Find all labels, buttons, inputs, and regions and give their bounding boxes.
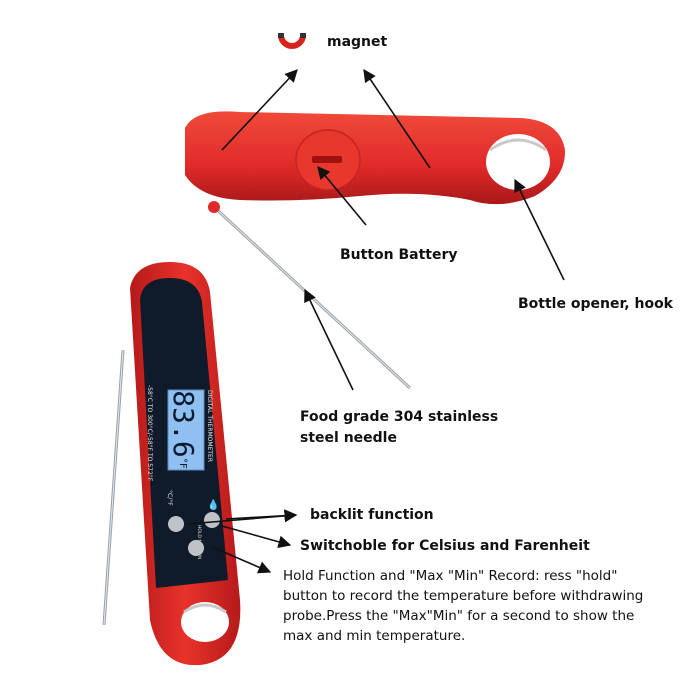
label-button-battery: Button Battery [340,247,458,263]
callout-arrows [187,68,565,574]
magnet-icon [278,33,306,49]
backlight-drop-icon: 💧 [207,498,219,511]
lcd-reading: 83.6 [167,390,200,457]
battery-slot [312,156,342,163]
bottle-opener-hole [486,134,550,190]
unit-toggle-button [168,516,184,532]
label-needle-line1: Food grade 304 stainless [300,409,499,425]
arrow-backlit-2 [187,509,298,525]
arrow-hold [211,546,272,574]
label-switch-units: Switchoble for Celsius and Farenheit [300,538,590,554]
arrow-magnet-right [363,68,431,169]
arrow-switch [221,525,292,549]
open-bottle-opener-hole [181,602,229,642]
hold-button [188,540,204,556]
label-bottle-opener: Bottle opener, hook [518,296,673,312]
open-thermometer: 83.6 °F DIGITAL THERMOMETER -58°C TO 300… [102,262,241,666]
range-text: -58°C TO 300°C/-58°F TO 572°F [146,385,153,482]
label-needle-line2: steel needle [300,430,397,446]
lcd-unit: °F [177,458,188,469]
hold-line: Hold Function and "Max "Min" Record: res… [283,568,618,584]
folded-thermometer [185,111,566,390]
arrow-magnet-left [221,69,298,151]
brand-text: DIGITAL THERMOMETER [206,390,213,462]
folded-body [185,111,566,205]
lcd-screen: 83.6 °F [167,389,205,471]
label-hold-function: Hold Function and "Max "Min" Record: res… [283,566,643,646]
hold-line: max and min temperature. [283,628,466,644]
hold-line: button to record the temperature before … [283,588,644,604]
arrow-opener [514,178,565,281]
arrow-battery [317,166,367,226]
label-magnet: magnet [327,34,388,50]
hold-line: probe.Press the "Max"Min" for a second t… [283,608,635,624]
backlight-button [204,512,220,528]
arrow-needle [304,288,354,391]
unit-button-label: °C/°F [166,490,173,506]
label-backlit: backlit function [310,507,434,523]
